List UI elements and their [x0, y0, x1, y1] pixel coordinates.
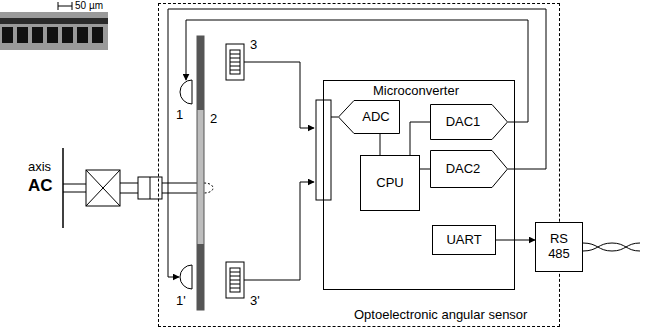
scale-bar	[58, 6, 72, 7]
block-label: CPU	[376, 176, 403, 191]
grating-slot	[92, 27, 103, 43]
led-symbol	[180, 80, 192, 104]
disk-track	[197, 244, 204, 310]
axis-label: axis	[28, 160, 51, 175]
dac-block: DAC2	[430, 150, 508, 188]
coupling-cross	[86, 170, 120, 206]
disk-track	[197, 36, 204, 110]
block-label: UART	[446, 233, 481, 248]
detector-window	[230, 268, 240, 292]
axis-name: AC	[28, 176, 53, 196]
callout-number: 1	[176, 108, 183, 123]
bus-line	[380, 134, 381, 155]
photodetector	[226, 262, 244, 298]
detector-body	[226, 44, 244, 80]
callout-number: 2	[210, 112, 217, 127]
detector-window	[230, 50, 240, 74]
bus-line	[420, 169, 430, 170]
grating-slot	[62, 27, 73, 43]
shaft-bushing	[150, 177, 151, 199]
callout-number: 3	[250, 38, 257, 53]
photo-band	[0, 18, 108, 24]
grating-slot	[32, 27, 43, 43]
block-label: DAC1	[446, 115, 481, 130]
dac-block-shape	[431, 105, 508, 140]
dac-block: DAC1	[430, 104, 508, 140]
cpu-box: CPU	[360, 155, 420, 211]
shaft-line	[63, 192, 86, 193]
led-symbol	[180, 265, 192, 289]
block-title: Microconverter	[373, 84, 514, 99]
coupling-symbol	[86, 170, 120, 206]
signal-wire	[244, 182, 314, 280]
signal-wire	[244, 62, 314, 128]
hidden-shaft-end	[204, 183, 213, 193]
grating-slot	[2, 27, 13, 43]
scale-label: 50 µm	[75, 0, 103, 12]
scale-bar-tick	[72, 2, 73, 10]
grating-slot	[77, 27, 88, 43]
dac-block-shape	[431, 151, 508, 188]
photodetector	[226, 44, 244, 80]
microconverter-box: MicroconverterADC CPU DAC1DAC2UART	[323, 80, 515, 290]
twisted-pair	[583, 243, 640, 251]
grating-slot	[47, 27, 58, 43]
adc-block: ADC	[338, 100, 400, 134]
bus-line	[410, 122, 430, 155]
housing-title: Optoelectronic angular sensor	[354, 308, 527, 323]
block-label: DAC2	[446, 162, 481, 177]
adc-block-shape	[339, 101, 400, 134]
detector-stripes	[230, 272, 240, 288]
axis-line	[62, 148, 64, 228]
twisted-pair	[583, 243, 640, 251]
coupling-cross	[86, 170, 120, 206]
block-label: ADC	[362, 110, 389, 125]
uart-box: UART	[432, 225, 496, 255]
sensor-housing: Optoelectronic angular sensor Microconver…	[158, 3, 560, 327]
code-disk	[197, 36, 204, 310]
rs485-box: RS 485	[535, 222, 583, 272]
data-arrow	[496, 240, 535, 241]
detector-body	[226, 262, 244, 298]
scale-bar-tick	[58, 2, 59, 10]
drive-wire	[168, 9, 546, 277]
callout-number: 3'	[250, 294, 260, 309]
detector-stripes	[230, 54, 240, 70]
grating-slot	[17, 27, 28, 43]
shaft-line	[63, 184, 86, 185]
block-label: RS 485	[544, 232, 574, 262]
photo-ground	[0, 12, 108, 50]
callout-number: 1'	[176, 294, 186, 309]
signal-wire	[331, 117, 338, 118]
